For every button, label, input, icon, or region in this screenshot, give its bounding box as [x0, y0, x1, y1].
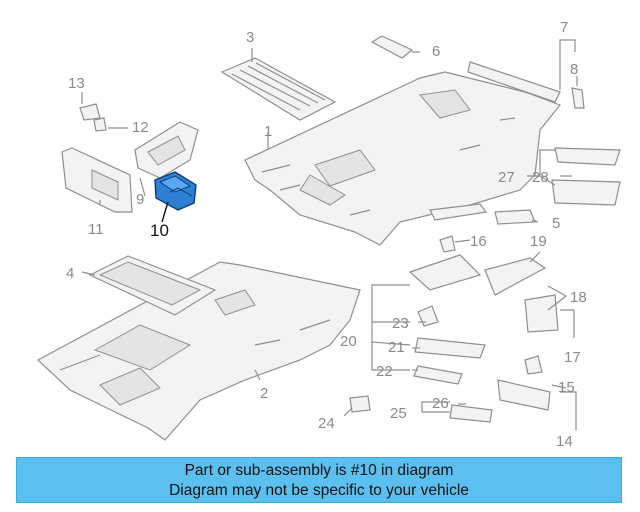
- callout-19: 19: [530, 233, 547, 250]
- sun-visor: [61, 147, 133, 213]
- callout-5: 5: [552, 215, 560, 232]
- callout-6: 6: [432, 43, 440, 60]
- headliner-lower: [36, 261, 361, 441]
- callout-2: 2: [260, 385, 268, 402]
- callout-12: 12: [132, 119, 149, 136]
- parts-diagram: 1 2 3 4 5 6 7 8 9 10 11 12 13 14 15 16 1…: [36, 19, 621, 450]
- callout-13: 13: [68, 75, 85, 92]
- callout-9: 9: [136, 191, 144, 208]
- sound-pad: [220, 57, 337, 121]
- callout-1: 1: [264, 123, 272, 140]
- callout-23: 23: [392, 315, 409, 332]
- callout-22: 22: [376, 363, 393, 380]
- callout-3: 3: [246, 29, 254, 46]
- callout-26: 26: [432, 395, 449, 412]
- banner-line-1: Part or sub-assembly is #10 in diagram: [184, 462, 454, 479]
- callout-14: 14: [556, 433, 573, 450]
- callout-11: 11: [88, 221, 104, 238]
- callout-17: 17: [564, 349, 581, 366]
- overhead-console: [134, 121, 199, 179]
- callout-15: 15: [558, 379, 575, 396]
- headliner-upper: [244, 71, 561, 246]
- sunroof-panel: [88, 255, 217, 316]
- callout-8: 8: [570, 61, 578, 78]
- callout-18: 18: [570, 289, 587, 306]
- banner-line-2: Diagram may not be specific to your vehi…: [169, 482, 469, 499]
- callout-4: 4: [66, 265, 74, 282]
- callout-20: 20: [340, 333, 357, 350]
- callout-27: 27: [498, 169, 515, 186]
- callout-10: 10: [150, 221, 169, 240]
- callout-28: 28: [532, 169, 549, 186]
- small-parts: [79, 35, 621, 423]
- callout-21: 21: [388, 339, 405, 356]
- info-banner: Part or sub-assembly is #10 in diagram D…: [16, 457, 622, 503]
- highlighted-part-10: [154, 171, 197, 211]
- callout-24: 24: [318, 415, 335, 432]
- callout-25: 25: [390, 405, 407, 422]
- callout-7: 7: [560, 19, 568, 36]
- callout-16: 16: [470, 233, 487, 250]
- leader-lines: [81, 39, 578, 430]
- callout-labels: 1 2 3 4 5 6 7 8 9 10 11 12 13 14 15 16 1…: [66, 19, 587, 450]
